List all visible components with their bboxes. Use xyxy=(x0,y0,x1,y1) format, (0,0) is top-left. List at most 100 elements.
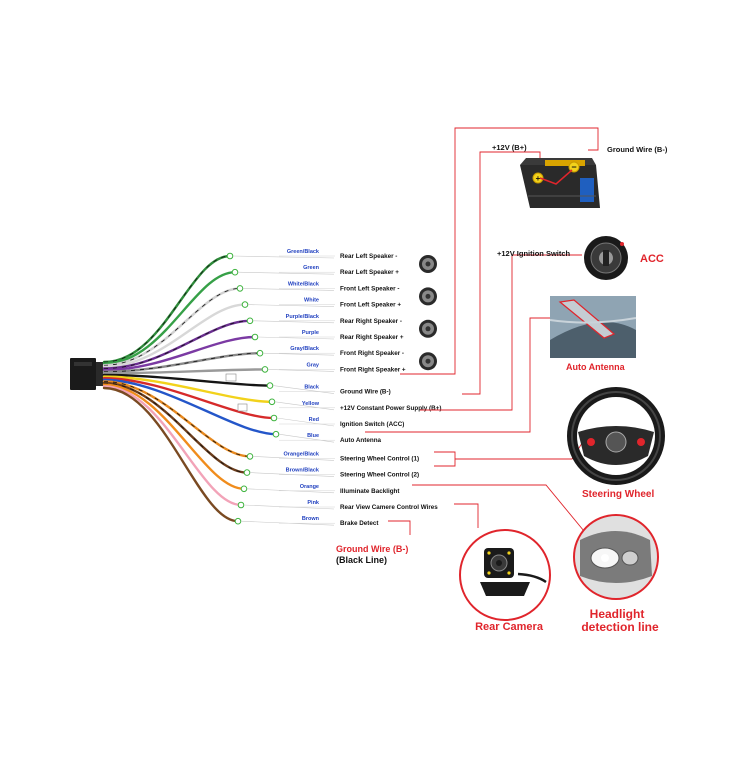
wire-path xyxy=(102,375,274,403)
brake-leader-line xyxy=(388,520,411,535)
wire-8 xyxy=(102,366,335,375)
speaker-icons xyxy=(419,255,437,371)
wire-node xyxy=(236,285,244,292)
wire-function-label: Ignition Switch (ACC) xyxy=(340,421,404,428)
inline-fuse xyxy=(225,373,237,382)
wire-pointer xyxy=(252,320,335,324)
wire-function-label: Rear View Camere Control Wires xyxy=(340,504,438,511)
battery-ground-label: Ground Wire (B-) xyxy=(607,145,668,154)
wire-pointer xyxy=(237,271,335,275)
wire-node xyxy=(246,317,254,325)
wire-color-label: Orange xyxy=(300,484,319,490)
wire-color-label: Brown/Black xyxy=(286,468,320,474)
wire-function-label: Illuminate Backlight xyxy=(340,488,400,495)
wire-path xyxy=(102,378,278,436)
wire-color-label: Purple/Black xyxy=(286,314,320,320)
rear-camera-icon xyxy=(459,529,551,621)
wire-color-label: Purple xyxy=(302,330,319,336)
wire-path xyxy=(102,303,247,369)
steering-wheel-icon xyxy=(567,387,665,485)
wire-node xyxy=(268,398,276,406)
steering-leader-line-2 xyxy=(455,439,585,460)
wire-6 xyxy=(102,333,335,372)
wire-color-label: Blue xyxy=(307,433,319,439)
speaker-center xyxy=(425,261,431,267)
steering-wheel-label: Steering Wheel xyxy=(582,489,654,500)
wire-pointer xyxy=(262,352,335,356)
speaker-center xyxy=(425,358,431,364)
wire-node xyxy=(272,430,280,438)
wire-stripe xyxy=(103,352,261,373)
headlight-icon xyxy=(573,514,659,600)
wire-function-label: Front Left Speaker - xyxy=(340,285,399,292)
wire-function-label: Auto Antenna xyxy=(340,437,382,444)
acc-label: ACC xyxy=(640,253,664,265)
wire-node xyxy=(266,382,274,389)
wire-color-label: Orange/Black xyxy=(284,451,320,457)
wire-function-label: Front Right Speaker + xyxy=(340,366,406,373)
ground-note-line2: (Black Line) xyxy=(336,555,387,565)
wire-pointer xyxy=(278,433,335,443)
wire-stripe xyxy=(103,288,241,366)
wire-path xyxy=(102,383,246,490)
wire-pointer xyxy=(232,255,335,259)
wire-color-label: Brown xyxy=(302,516,320,522)
wire-node xyxy=(256,349,264,357)
speaker-icon xyxy=(419,255,437,273)
wire-3 xyxy=(102,285,335,367)
speaker-icon xyxy=(419,287,437,306)
wire-node xyxy=(243,469,251,476)
wire-path xyxy=(102,368,267,375)
harness-connector xyxy=(70,358,104,390)
ground-note-line1: Ground Wire (B-) xyxy=(336,544,408,554)
wire-layer xyxy=(102,252,335,526)
wire-color-label: Green/Black xyxy=(287,249,320,255)
steering-leader-line xyxy=(434,451,456,467)
wire-function-label: Steering Wheel Control (1) xyxy=(340,455,419,462)
wire-node xyxy=(231,268,239,276)
wire-node xyxy=(226,252,234,260)
ignition-label: +12V Ignition Switch xyxy=(497,249,571,258)
wire-11 xyxy=(102,377,335,427)
wire-path xyxy=(102,271,237,365)
ignition-key-icon xyxy=(584,236,628,280)
wire-color-label: Yellow xyxy=(302,401,320,407)
wire-path xyxy=(102,386,240,523)
inline-connector xyxy=(237,403,248,412)
wire-stripe xyxy=(103,381,251,457)
wire-7 xyxy=(102,349,335,373)
wire-14 xyxy=(102,381,335,477)
wire-stripe xyxy=(103,255,231,363)
svg-text:−: − xyxy=(571,162,576,172)
wire-10 xyxy=(102,375,335,411)
wire-function-label: Ground Wire (B-) xyxy=(340,389,391,396)
wire-color-label: Gray xyxy=(306,362,319,368)
wire-pointer xyxy=(242,288,335,291)
wire-node xyxy=(246,453,254,460)
wire-pointer xyxy=(267,369,335,372)
wire-function-label: Rear Right Speaker - xyxy=(340,318,402,325)
wire-function-label: Rear Left Speaker - xyxy=(340,253,397,260)
wire-function-label: Brake Detect xyxy=(340,520,379,527)
headlight-label-line2: detection line xyxy=(581,620,659,634)
wire-node xyxy=(241,301,249,308)
wire-15 xyxy=(102,383,335,494)
wire-path xyxy=(102,377,276,420)
battery-icon: + − xyxy=(520,158,600,208)
wire-pointer xyxy=(257,336,335,340)
wire-pointer xyxy=(274,401,335,411)
wire-color-label: Black xyxy=(304,385,320,391)
wire-path xyxy=(102,385,243,507)
speaker-center xyxy=(425,293,431,299)
wire-function-label: Front Right Speaker - xyxy=(340,350,404,357)
auto-antenna-label: Auto Antenna xyxy=(566,362,626,372)
wire-node xyxy=(240,485,248,493)
rear-camera-label: Rear Camera xyxy=(475,621,544,633)
wire-2 xyxy=(102,268,335,365)
wire-12 xyxy=(102,378,335,443)
wire-pointer xyxy=(272,385,335,394)
ground-leader-line xyxy=(400,127,599,375)
